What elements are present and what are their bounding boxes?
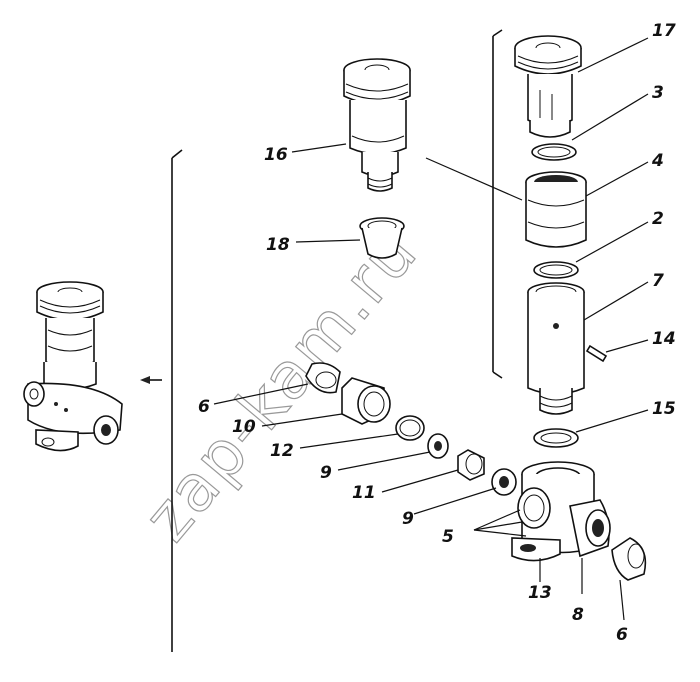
connector-line [425, 157, 523, 201]
label-3: 3 [652, 83, 664, 103]
part-11-spring-seat [457, 449, 485, 481]
part-6-nozzle-upper [305, 362, 341, 394]
assembly-bracket-right [492, 29, 503, 379]
part-3-ring [531, 143, 577, 161]
part-17-primer-handle [514, 35, 582, 138]
part-9-valve-upper [427, 433, 449, 459]
part-4-sleeve [525, 171, 587, 248]
part-9-valve-lower [491, 468, 517, 496]
label-15: 15 [652, 399, 676, 419]
label-4: 4 [651, 151, 664, 171]
leader-lines [213, 37, 649, 621]
part-6-nozzle-lower [611, 537, 647, 581]
part-8-pump-body [511, 461, 611, 562]
label-5: 5 [442, 527, 454, 547]
part-14-pin [585, 344, 608, 363]
part-12-o-ring [395, 415, 425, 441]
part-18-filter-cup [359, 217, 405, 259]
label-6-lower: 6 [616, 625, 628, 645]
assembly-bracket-left [171, 149, 183, 652]
label-12: 12 [270, 441, 294, 461]
label-17: 17 [652, 21, 676, 41]
label-14: 14 [652, 329, 676, 349]
watermark-text: zap-kam.ru [131, 216, 433, 556]
label-8: 8 [572, 605, 584, 625]
label-16: 16 [264, 145, 288, 165]
label-9-lower: 9 [402, 509, 414, 529]
label-6-upper: 6 [198, 397, 210, 417]
label-7: 7 [652, 271, 664, 291]
part-labels: 17 3 4 2 7 14 15 16 18 6 10 12 9 11 9 5 … [198, 21, 676, 645]
pointer-arrow [140, 376, 162, 384]
label-10: 10 [232, 417, 256, 437]
label-18: 18 [266, 235, 290, 255]
label-13: 13 [528, 583, 552, 603]
part-7-cylinder [527, 282, 585, 415]
label-2: 2 [652, 209, 664, 229]
assembled-pump-drawing [23, 281, 123, 452]
part-2-ring [533, 261, 579, 279]
label-9-upper: 9 [320, 463, 332, 483]
part-15-gasket [533, 428, 579, 448]
part-10-union-nut [341, 377, 391, 425]
part-16-filter-housing [343, 58, 411, 192]
label-11: 11 [352, 483, 376, 503]
